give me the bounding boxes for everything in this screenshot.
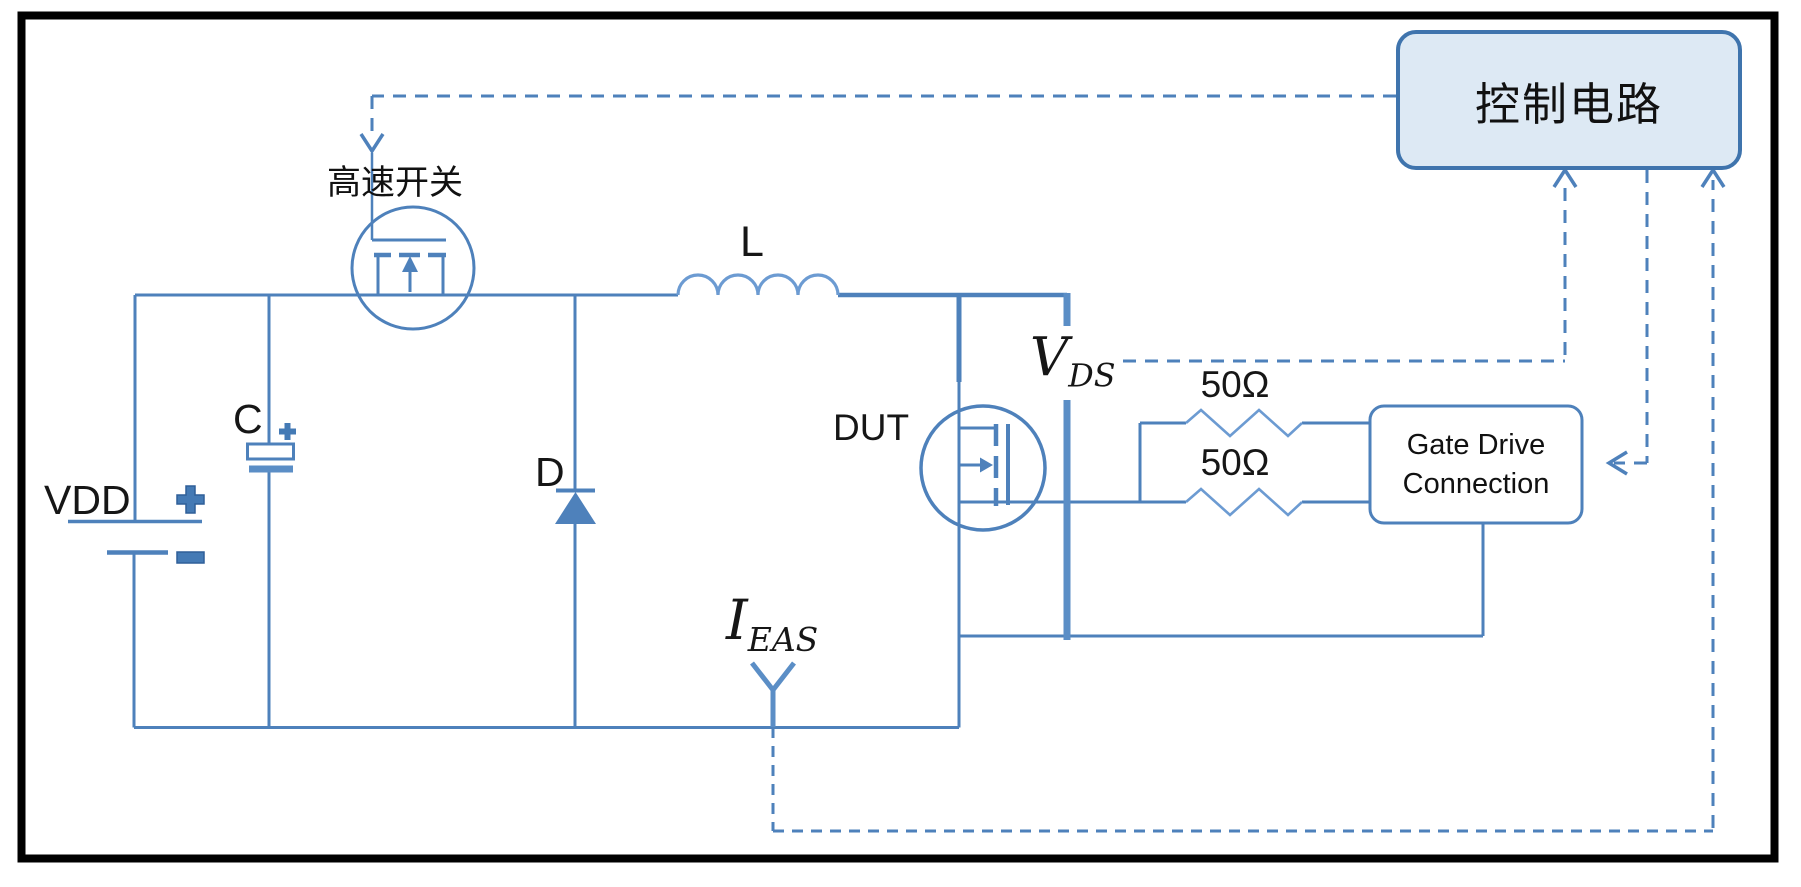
- battery-plus-icon: [176, 485, 205, 514]
- battery-symbol: [68, 485, 205, 564]
- arrow-up-icon: [1552, 166, 1578, 188]
- capacitor-plus-icon: [279, 423, 296, 440]
- high-speed-switch-label: 高速开关: [327, 164, 463, 202]
- inductor-label: L: [740, 218, 764, 266]
- battery-minus-icon: [176, 551, 205, 564]
- switch-terminals: [376, 257, 445, 294]
- resistor-top-label: 50Ω: [1200, 364, 1270, 405]
- control-circuit-box: [1396, 30, 1742, 170]
- vds-label-sub: DS: [1068, 357, 1116, 395]
- switch-mosfet-symbol: [350, 153, 476, 331]
- capacitor-top-plate: [246, 442, 295, 461]
- switch-body-arrow-icon: [402, 256, 418, 272]
- dut-label: DUT: [833, 407, 910, 448]
- dut-body-arrow-icon: [980, 457, 993, 473]
- ieas-label-main: I: [726, 588, 748, 652]
- ieas-label-sub: EAS: [747, 620, 819, 659]
- inductor-symbol: [676, 273, 840, 296]
- capacitor-symbol: [246, 423, 296, 473]
- ieas-probe-symbol: [750, 661, 796, 727]
- vds-label: VDS: [1030, 327, 1116, 392]
- capacitor-label: C: [233, 396, 263, 442]
- vds-label-main: V: [1030, 327, 1069, 388]
- switch-mosfet-circle: [350, 205, 476, 331]
- gate-drive-label-line1: Gate Drive: [1406, 428, 1546, 461]
- dut-mosfet-circle: [919, 404, 1047, 532]
- resistor-bottom-zigzag: [1185, 487, 1303, 517]
- vdd-label: VDD: [44, 477, 131, 523]
- dashed-signal-lines: [370, 94, 1715, 833]
- resistor-bottom-label: 50Ω: [1200, 442, 1270, 483]
- main-wires: [132, 292, 1485, 729]
- ieas-label: IEAS: [726, 588, 818, 656]
- gate-drive-box: [1368, 404, 1584, 525]
- gate-drive-label: Gate Drive Connection: [1370, 406, 1582, 523]
- diode-symbol: [555, 488, 596, 524]
- frame-border: [17, 11, 1779, 863]
- arrow-left-icon: [1605, 450, 1628, 476]
- control-circuit-label: 控制电路: [1474, 78, 1663, 130]
- resistor-top-zigzag: [1185, 408, 1303, 438]
- gate-drive-label-line2: Connection: [1402, 467, 1550, 500]
- arrow-down-icon: [359, 133, 385, 155]
- diode-triangle: [555, 492, 596, 524]
- resistor-symbols: [1185, 408, 1303, 517]
- dut-mosfet-symbol: [919, 404, 1047, 532]
- diode-label: D: [535, 449, 565, 495]
